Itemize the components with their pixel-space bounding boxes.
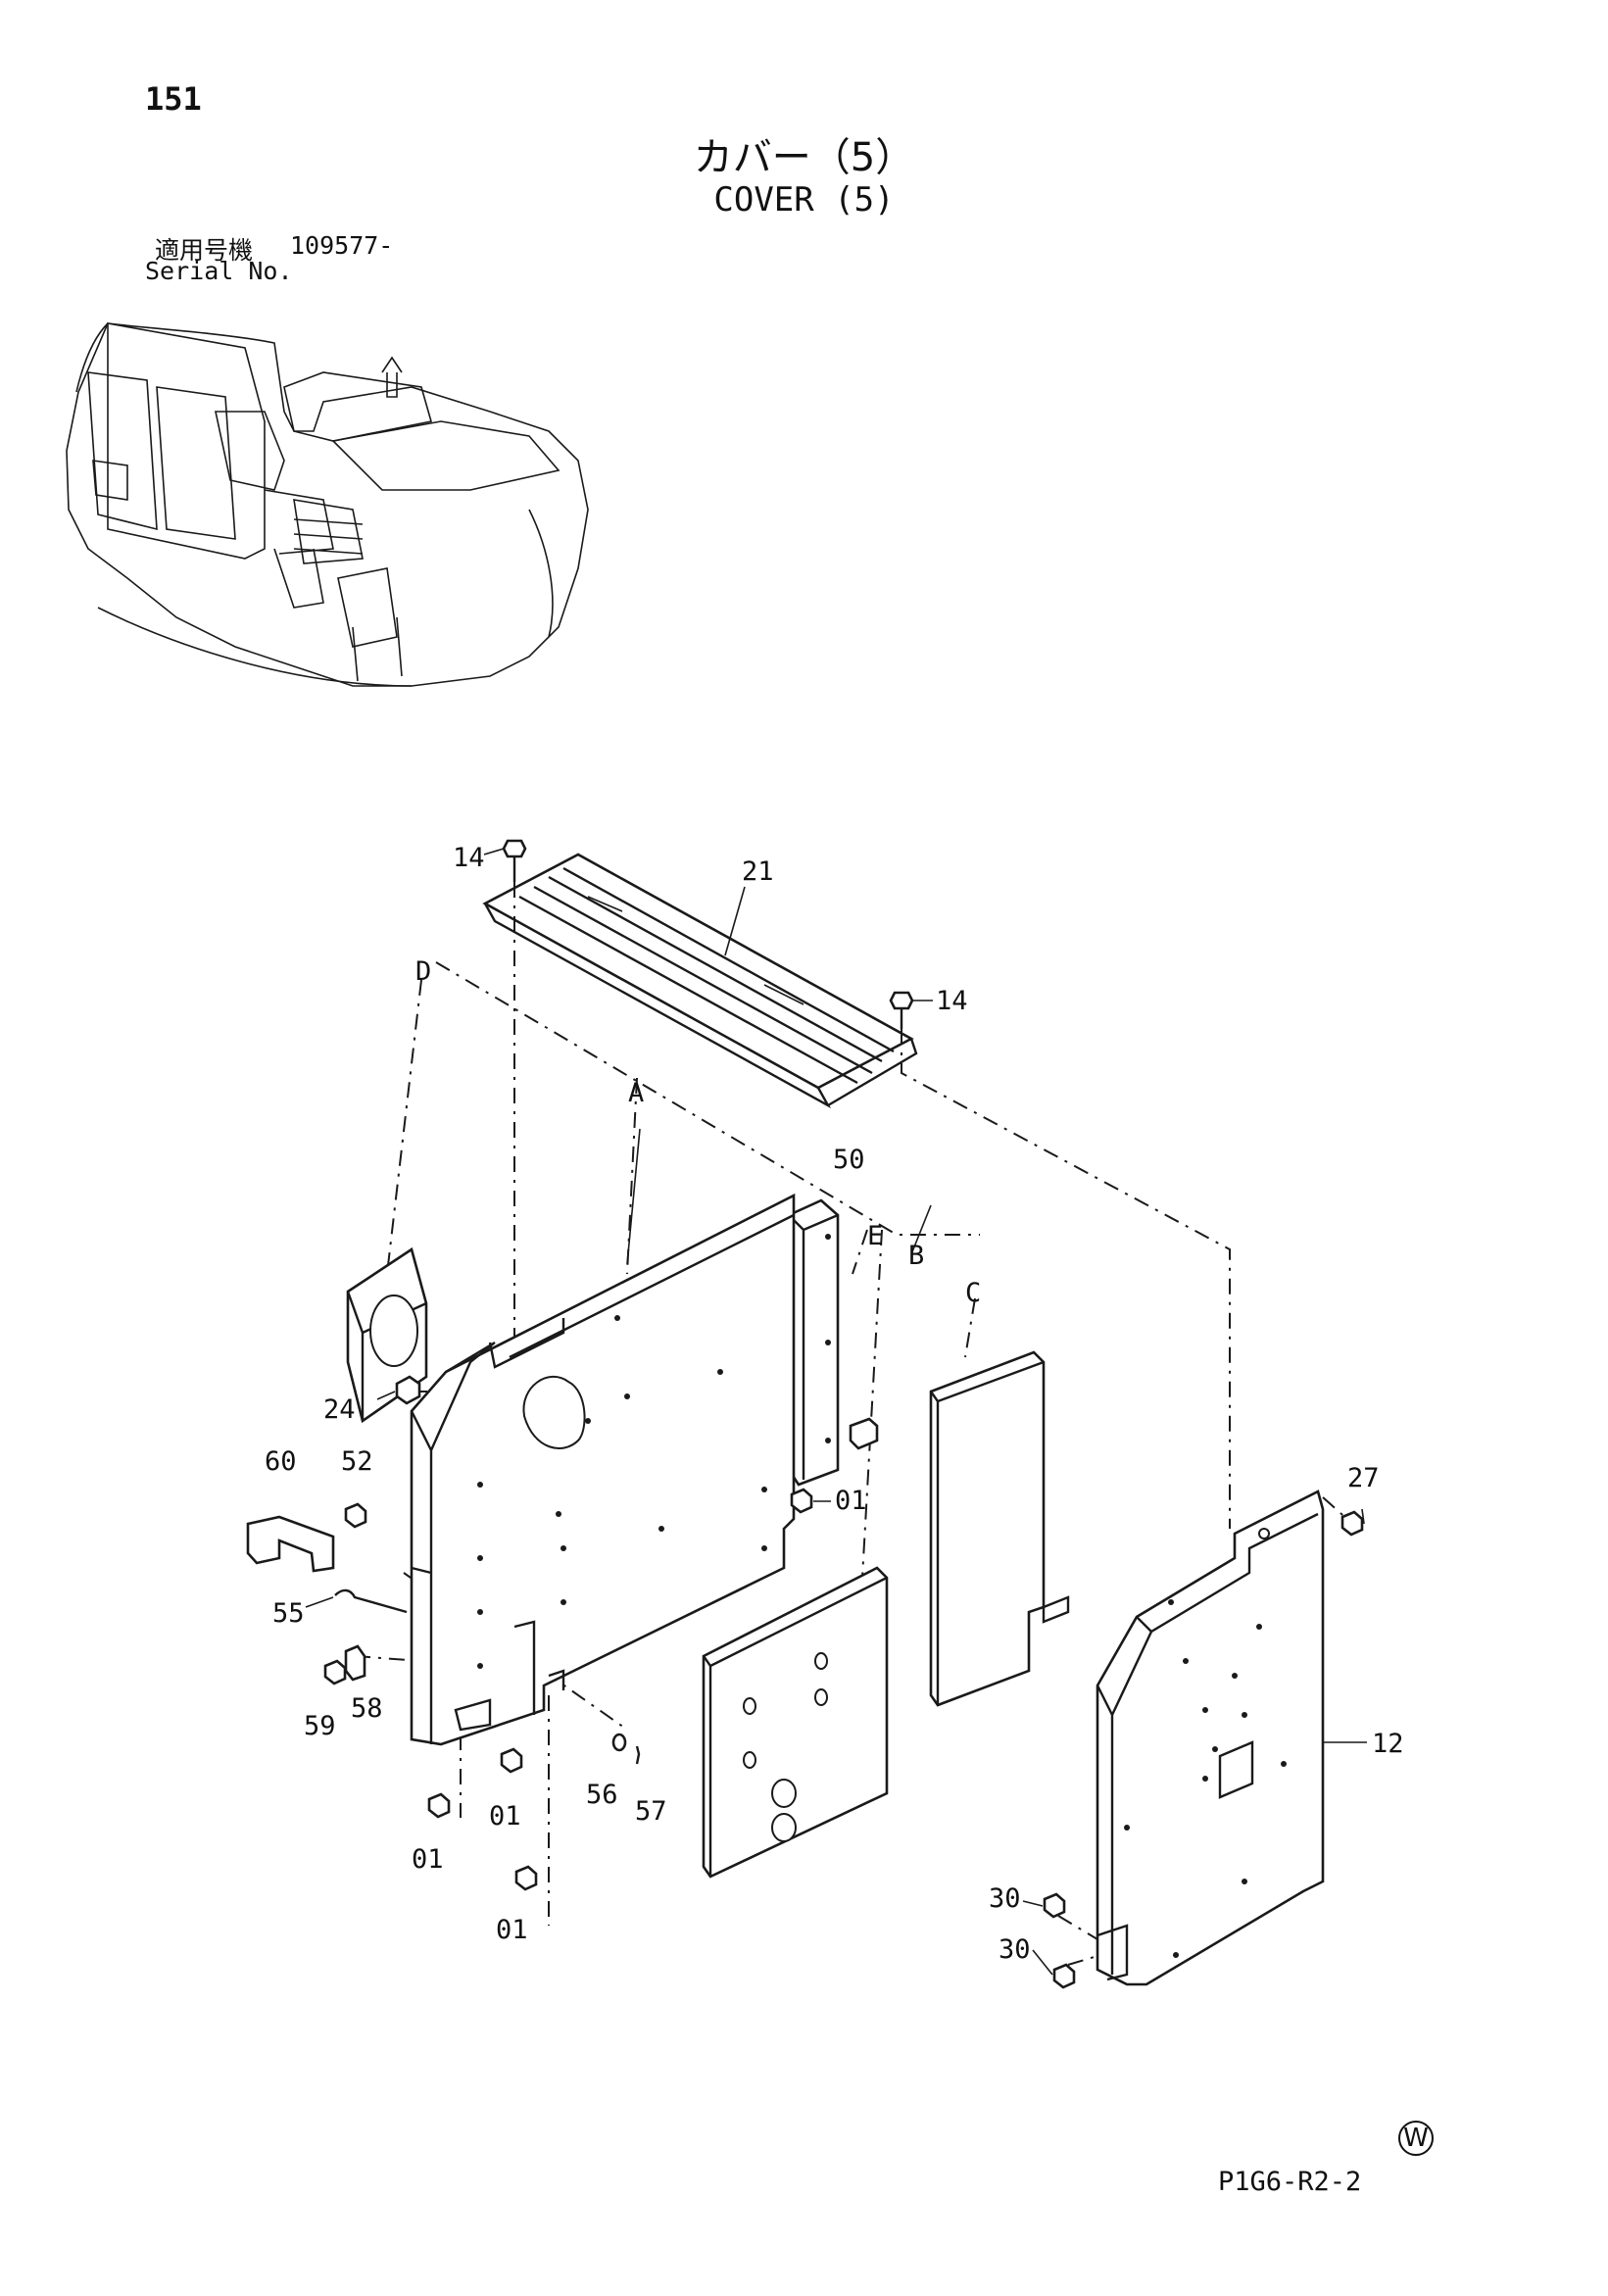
part-56-washer: [611, 1733, 627, 1752]
part-55-rod: [334, 1588, 408, 1614]
part-57-pin: [635, 1745, 641, 1765]
part-01-bolt-c: [427, 1792, 451, 1819]
page-number: 151: [145, 80, 202, 118]
callout-24: 24: [323, 1394, 356, 1425]
callout-50: 50: [833, 1145, 865, 1175]
machine-overview-illustration: [66, 322, 589, 687]
part-14-bolt-right: [889, 991, 914, 1029]
callout-labels: 14 21 14 D A 50 E B C 24 60 52 01 27 55 …: [265, 843, 1404, 1965]
callout-c: C: [965, 1278, 981, 1308]
w-circle-mark: W: [1398, 2121, 1434, 2156]
callout-27: 27: [1347, 1463, 1380, 1493]
part-50-bracket: [787, 1198, 840, 1487]
callout-01-d: 01: [496, 1915, 528, 1945]
part-01-bolt-d: [514, 1865, 538, 1891]
callout-30-b: 30: [999, 1934, 1031, 1965]
callout-12: 12: [1372, 1729, 1404, 1759]
callout-01-b: 01: [489, 1801, 521, 1832]
callout-01-c: 01: [412, 1844, 444, 1875]
part-14-bolt-left: [502, 839, 527, 882]
serial-label-english: Serial No.: [145, 257, 293, 285]
callout-57: 57: [635, 1796, 667, 1827]
part-e-spacer: [849, 1417, 879, 1450]
title-japanese: カバー（5）: [693, 135, 915, 180]
title-english: COVER (5): [713, 180, 895, 220]
serial-number-value: 109577-: [290, 231, 394, 260]
callout-30-a: 30: [989, 1883, 1021, 1914]
callout-01-a: 01: [835, 1486, 867, 1516]
part-12-right-cover: [1096, 1490, 1325, 1986]
callout-d: D: [415, 956, 431, 987]
part-27-bolt: [1340, 1510, 1364, 1537]
callout-14-left: 14: [453, 843, 485, 873]
callout-21: 21: [742, 856, 774, 887]
part-24-bolt: [395, 1375, 421, 1405]
part-21-top-cover: [482, 853, 918, 1109]
part-b-insulation-panel: [702, 1566, 889, 1879]
part-01-bolt-b: [500, 1747, 523, 1774]
part-c-seal-strip: [929, 1350, 1070, 1707]
part-58-clip: [344, 1644, 366, 1682]
callout-a: A: [628, 1078, 644, 1108]
callout-55: 55: [272, 1598, 305, 1629]
callout-e: E: [867, 1221, 883, 1251]
serial-label-japanese: 適用号機: [155, 236, 254, 265]
callout-leader-lines: [305, 848, 1367, 1976]
part-30-bolt-a: [1043, 1892, 1066, 1919]
callout-60: 60: [265, 1446, 297, 1477]
callout-59: 59: [304, 1711, 336, 1741]
part-01-bolt-a: [790, 1488, 813, 1514]
part-30-bolt-b: [1052, 1963, 1076, 1989]
part-52-bolt: [344, 1502, 367, 1529]
part-59-bolt: [323, 1659, 347, 1685]
callout-52: 52: [341, 1446, 373, 1477]
drawing-code: P1G6-R2-2: [1218, 2167, 1362, 2197]
callout-58: 58: [351, 1693, 383, 1724]
part-60-bracket: [246, 1515, 335, 1573]
callout-b: B: [908, 1241, 924, 1271]
callout-14-right: 14: [936, 986, 968, 1016]
main-side-panel: [410, 1193, 796, 1746]
callout-56: 56: [586, 1780, 618, 1810]
